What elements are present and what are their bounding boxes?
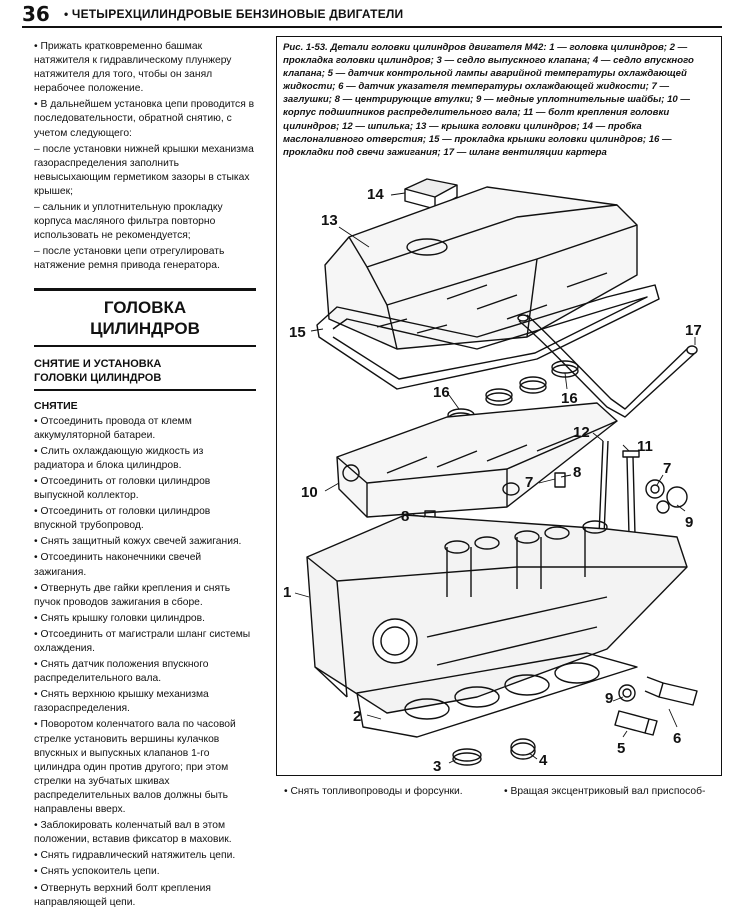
callout-8a: 8 <box>573 464 581 481</box>
figure-box: Рис. 1-53. Детали головки цилиндров двиг… <box>276 36 722 776</box>
paragraph: • В дальнейшем установка цепи проводится… <box>34 99 255 139</box>
callout-7a: 7 <box>525 474 533 491</box>
paragraph: – после установки цепи отрегулировать на… <box>34 246 225 272</box>
callout-6: 6 <box>673 730 681 747</box>
subsection-title: СНЯТИЕ И УСТАНОВКА ГОЛОВКИ ЦИЛИНДРОВ <box>34 357 256 391</box>
cylinder-head-drawing <box>306 514 688 714</box>
step: • Отсоединить наконечники свечей зажиган… <box>34 552 202 578</box>
leader-lines <box>294 192 696 764</box>
callout-11: 11 <box>637 438 653 455</box>
vent-hose-drawing <box>517 314 698 418</box>
callout-7b: 7 <box>663 460 671 477</box>
removal-heading: СНЯТИЕ <box>34 399 78 412</box>
step: • Отсоединить от головки цилиндров выпус… <box>34 475 211 502</box>
page-number: 36 <box>22 2 50 26</box>
step: • Отсоединить от головки цилиндров впуск… <box>34 506 211 532</box>
step: • Снять крышку головки цилиндров. <box>34 612 205 624</box>
callout-17: 17 <box>685 322 702 339</box>
callout-15: 15 <box>289 324 306 341</box>
step: • Отвернуть верхний болт крепления напра… <box>34 882 211 908</box>
callout-16a: 16 <box>433 384 450 401</box>
callout-10: 10 <box>301 484 318 501</box>
valve-seats-drawing <box>452 738 536 766</box>
running-title: • ЧЕТЫРЕХЦИЛИНДРОВЫЕ БЕНЗИНОВЫЕ ДВИГАТЕЛ… <box>64 7 404 21</box>
step: • Отсоединить провода от клемм аккумулят… <box>34 415 192 441</box>
callout-8b: 8 <box>401 508 409 525</box>
camshaft-housing-drawing <box>336 402 618 518</box>
page-header: 36 • ЧЕТЫРЕХЦИЛИНДРОВЫЕ БЕНЗИНОВЫЕ ДВИГА… <box>22 0 722 28</box>
section-title: ГОЛОВКА ЦИЛИНДРОВ <box>34 287 256 347</box>
left-text-column: • Прижать кратковременно башмак натяжите… <box>34 40 256 912</box>
callout-1: 1 <box>283 584 291 601</box>
step: • Поворотом коленчатого вала по часовой … <box>34 719 236 816</box>
small-parts-drawing <box>424 472 688 702</box>
step: • Отсоединить от магистрали шланг систем… <box>34 628 251 654</box>
step: • Снять успокоитель цепи. <box>34 866 160 878</box>
callout-5: 5 <box>617 740 625 757</box>
cover-gasket-drawing <box>316 284 660 390</box>
callout-16b: 16 <box>561 390 578 407</box>
stud-and-bolt-drawing <box>598 440 640 536</box>
step: • Слить охлаждающую жидкость из радиатор… <box>34 445 204 471</box>
callout-2: 2 <box>353 708 361 725</box>
paragraph: • Прижать кратковременно башмак натяжите… <box>34 41 232 95</box>
bottom-text-right: • Вращая эксцентриковый вал приспособ- <box>504 786 706 797</box>
bottom-text-middle: • Снять топливопроводы и форсунки. <box>284 786 463 797</box>
head-cover-drawing <box>324 186 638 350</box>
step: • Отвернуть две гайки крепления и снять … <box>34 582 231 608</box>
step: • Снять защитный кожух свечей зажигания. <box>34 536 242 548</box>
callout-3: 3 <box>433 758 441 775</box>
step: • Снять датчик положения впускного распр… <box>34 659 209 685</box>
temperature-sensors-drawing <box>614 676 698 736</box>
callout-14: 14 <box>367 186 384 203</box>
step: • Снять гидравлический натяжитель цепи. <box>34 850 236 862</box>
figure-caption: Рис. 1-53. Детали головки цилиндров двиг… <box>283 42 694 158</box>
step: • Снять верхнюю крышку механизма газорас… <box>34 689 209 715</box>
step: • Заблокировать коленчатый вал в этом по… <box>34 820 232 846</box>
callout-12: 12 <box>573 424 590 441</box>
paragraph: – после установки нижней крышки механизм… <box>34 143 254 197</box>
paragraph: – сальник и уплотнительную прокладку кор… <box>34 202 223 242</box>
head-gasket-drawing <box>356 652 638 738</box>
callout-9a: 9 <box>685 514 693 531</box>
callout-4: 4 <box>539 752 548 769</box>
cylinder-head-diagram: 14 13 15 17 16 16 10 12 11 7 8 8 7 9 1 2… <box>283 178 702 775</box>
callout-9b: 9 <box>605 690 613 707</box>
callout-13: 13 <box>321 212 338 229</box>
callout-labels: 14 13 15 17 16 16 10 12 11 7 8 8 7 9 1 2… <box>283 186 702 775</box>
